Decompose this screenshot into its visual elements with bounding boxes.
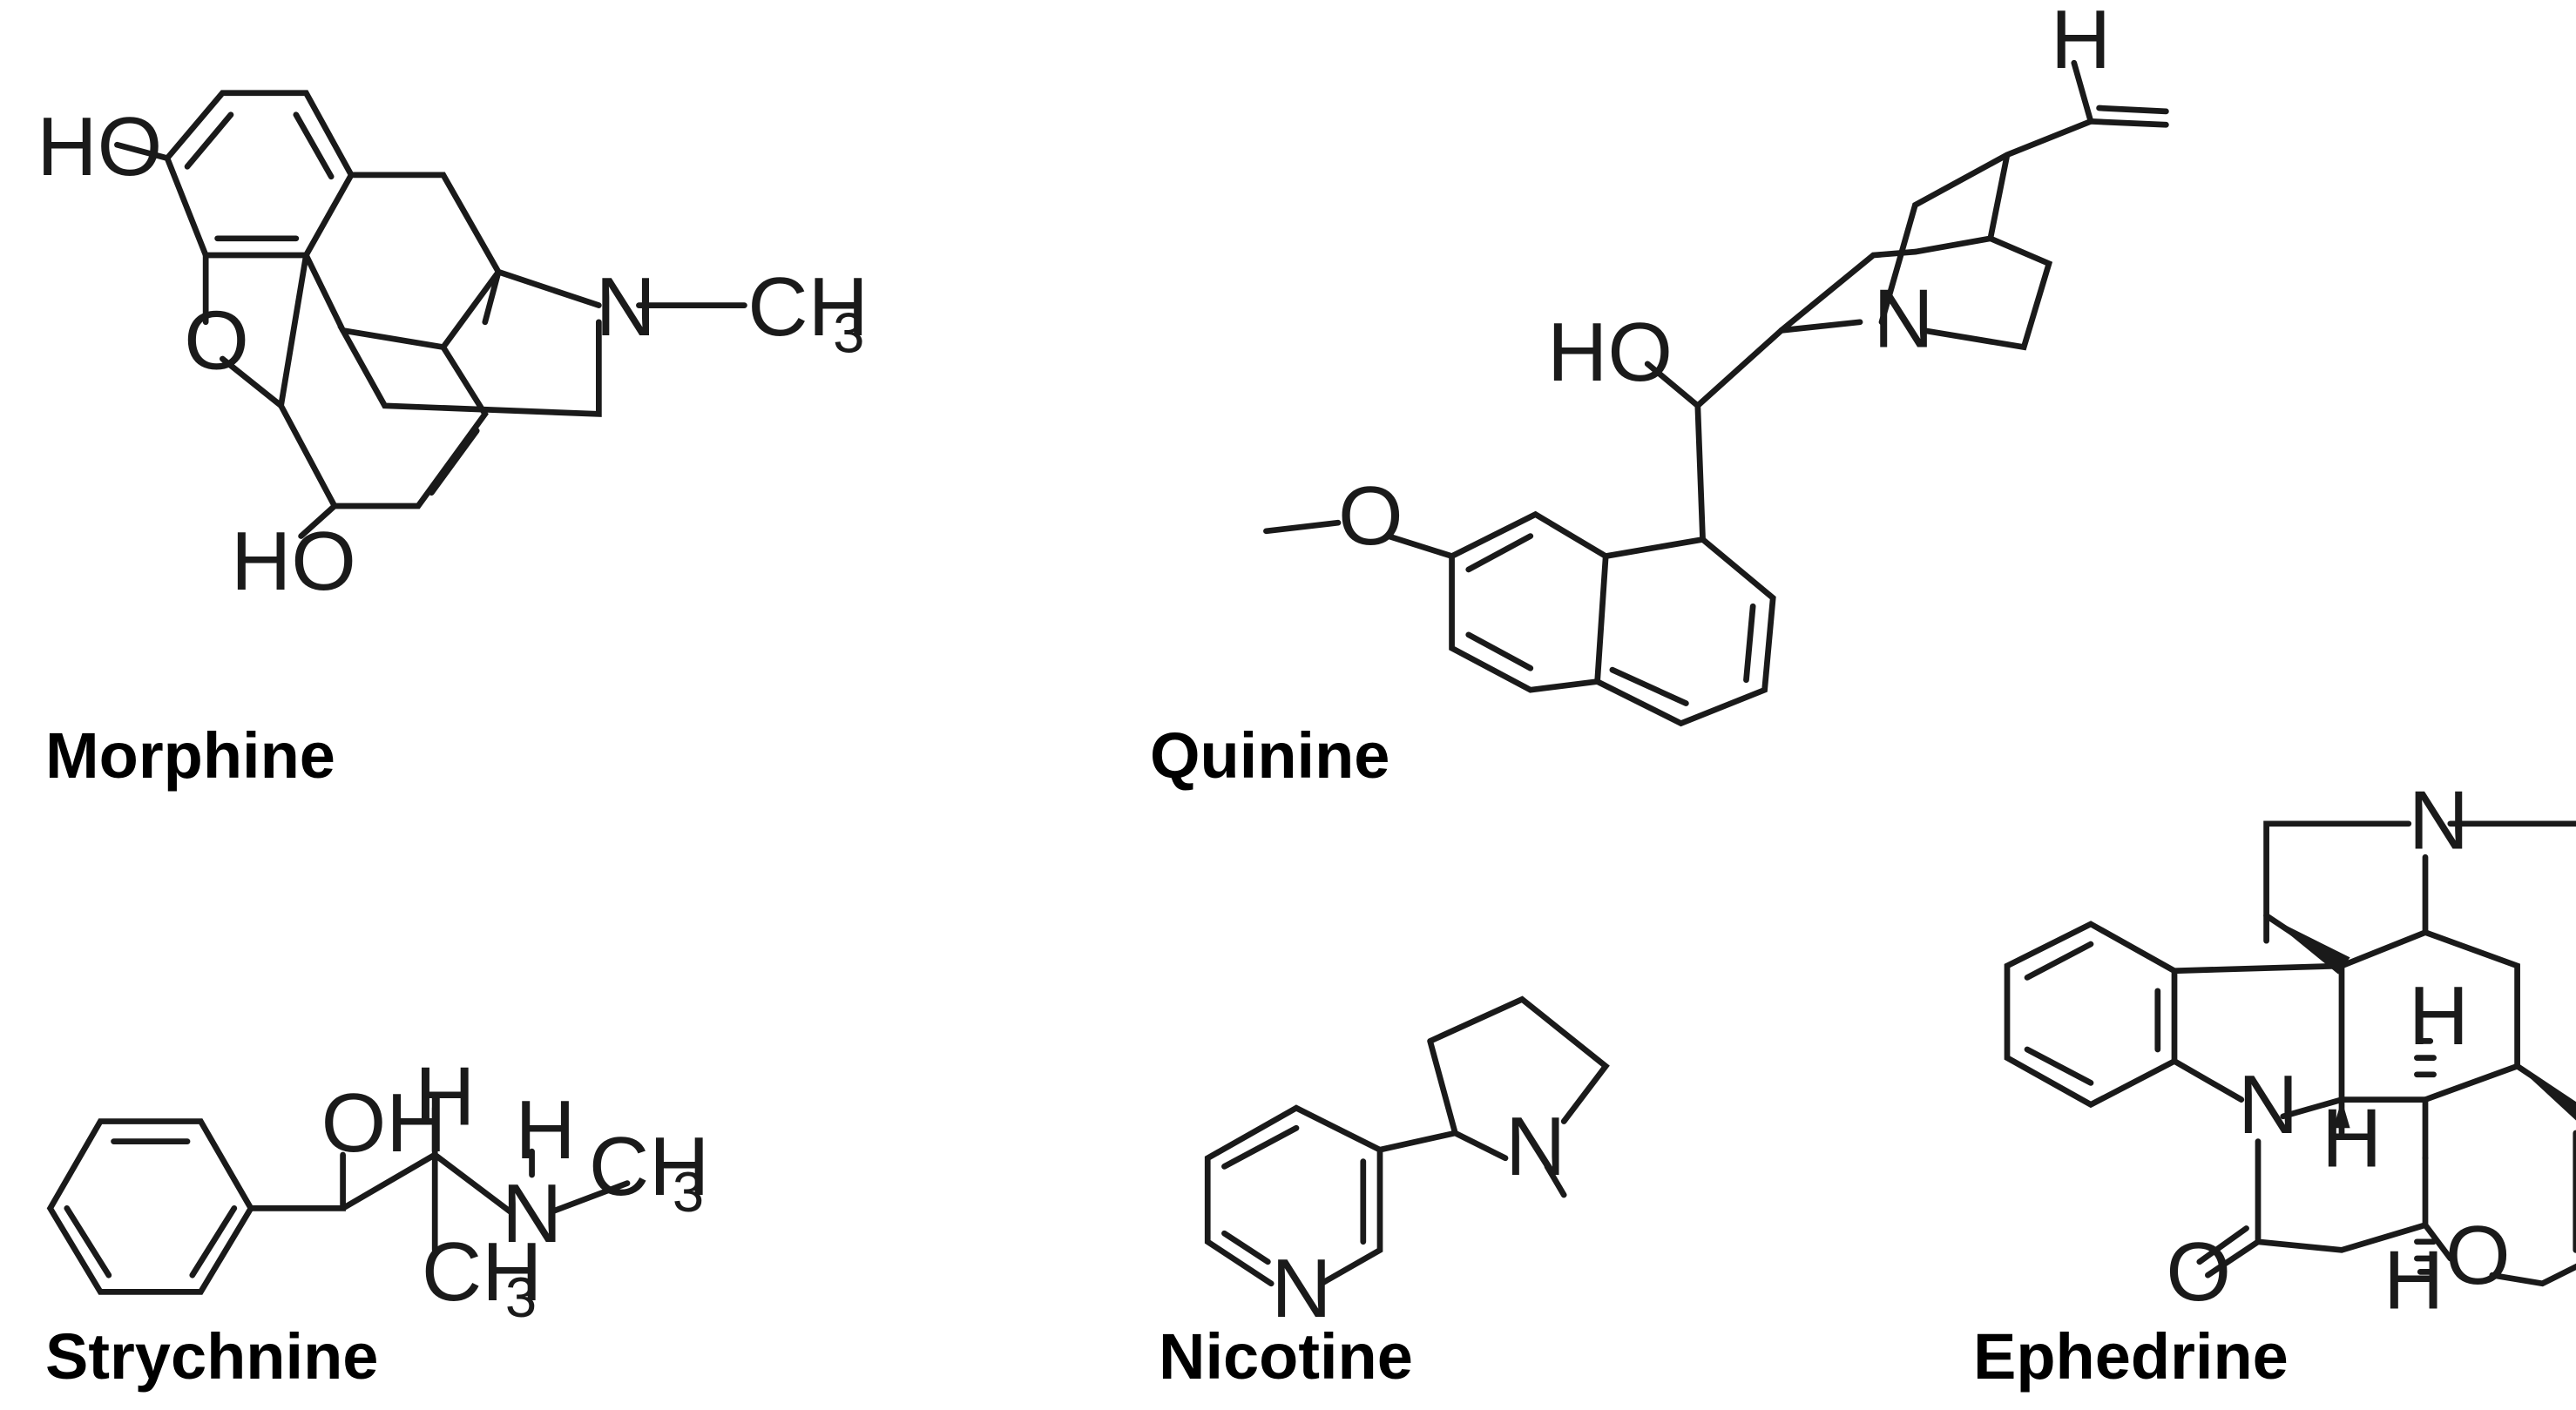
ephedrine-name: Ephedrine [1973,1320,2289,1393]
ephedrine-h-1: H [2409,969,2469,1063]
ephedrine-hash-bonds [2414,1038,2437,1275]
ephedrine-n-top: N [2409,774,2469,867]
strychnine-ch3-c: CH [422,1225,543,1319]
ephedrine-o-carbonyl: O [2166,1225,2231,1319]
nicotine-name: Nicotine [1159,1320,1413,1393]
ephedrine-h-2: H [2322,1091,2382,1184]
morphine-ch3-subscript: 3 [833,300,864,364]
strychnine-structure: OH H H N CH 3 CH 3 [46,1049,710,1329]
strychnine-name: Strychnine [45,1320,378,1393]
quinine-ho: HO [1547,306,1673,399]
morphine-o-ring: O [184,294,249,388]
ephedrine-o-ether: O [2445,1209,2511,1302]
nicotine-n-pyrrolidine: N [1505,1100,1565,1193]
ephedrine-structure: N N O O H H H [2004,774,2576,1327]
morphine-structure: HO O N CH 3 HO [37,90,869,608]
quinine-structure: H HO N O [1263,0,2169,727]
strychnine-h-ch: H [415,1049,475,1143]
ephedrine-wedge-3 [2333,1099,2350,1129]
ephedrine-wedge-1 [2266,915,2350,975]
strychnine-h-nh: H [515,1083,575,1177]
strychnine-ch3-n: CH [589,1120,710,1213]
morphine-ho-top: HO [37,100,162,193]
strychnine-ch3-c-subscript: 3 [505,1265,537,1329]
quinine-n: N [1873,273,1933,366]
morphine-ho-bottom: HO [231,515,356,608]
quinine-o-methoxy: O [1338,469,1403,563]
quinine-name: Quinine [1150,719,1389,792]
morphine-ch3: CH [747,260,869,354]
nicotine-n-pyridine: N [1271,1242,1331,1335]
ephedrine-wedge-2 [2517,1066,2576,1121]
strychnine-n: N [502,1167,562,1260]
strychnine-oh: OH [321,1076,447,1170]
quinine-h-vinyl: H [2051,0,2111,86]
nicotine-structure: N N [1204,995,1610,1335]
ephedrine-n-amide: N [2238,1058,2298,1151]
morphine-n: N [596,260,656,354]
morphine-name: Morphine [45,719,335,792]
strychnine-ch3-n-subscript: 3 [673,1160,704,1224]
ephedrine-h-3: H [2383,1234,2444,1327]
